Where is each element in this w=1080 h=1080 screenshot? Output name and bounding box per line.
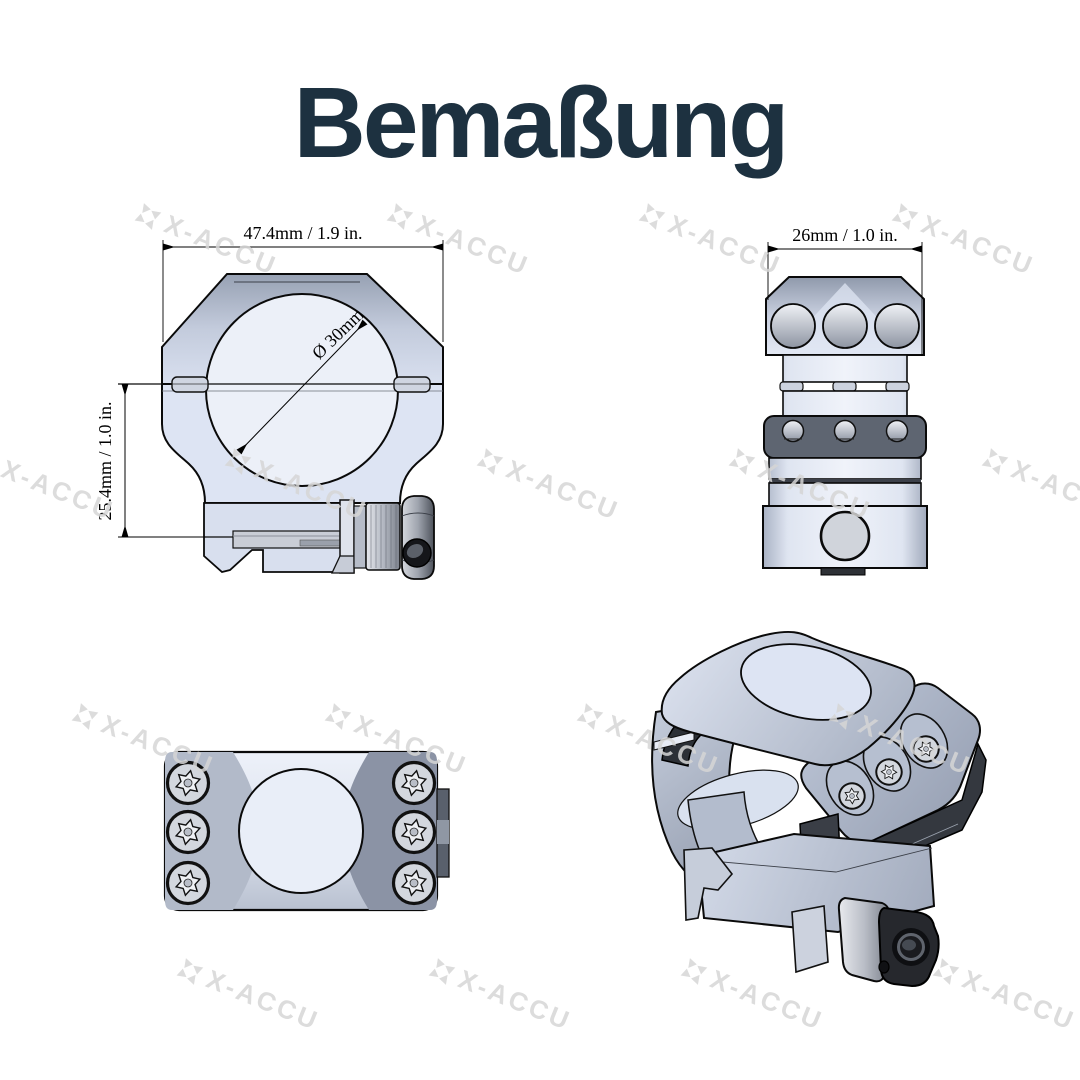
side-width-label: 47.4mm / 1.9 in. [243,223,362,243]
front-width-label: 26mm / 1.0 in. [792,225,898,245]
side-view-width-dimension: 47.4mm / 1.9 in. [162,223,444,342]
torx-screw [391,860,437,906]
page-title: Bemaßung [293,67,790,179]
scope-bore-top [238,768,364,894]
front-view-width-dimension: 26mm / 1.0 in. [767,225,923,356]
torx-screw [165,860,211,906]
torx-screw [165,809,211,855]
side-height-label: 25.4mm / 1.0 in. [95,401,115,520]
front-view-drawing: 26mm / 1.0 in. [762,225,928,576]
side-view-drawing: 47.4mm / 1.9 in. 25.4mm / 1.0 in. Ø 30mm [95,223,444,580]
torx-screw [165,760,211,806]
torx-screw [391,760,437,806]
top-view-drawing [163,750,450,912]
scope-bore [205,293,399,487]
side-view-height-dimension: 25.4mm / 1.0 in. [95,384,206,538]
torx-screw [391,809,437,855]
base-screw-heads [781,419,909,443]
bolt-end [819,510,871,562]
perspective-view-drawing [651,630,987,988]
